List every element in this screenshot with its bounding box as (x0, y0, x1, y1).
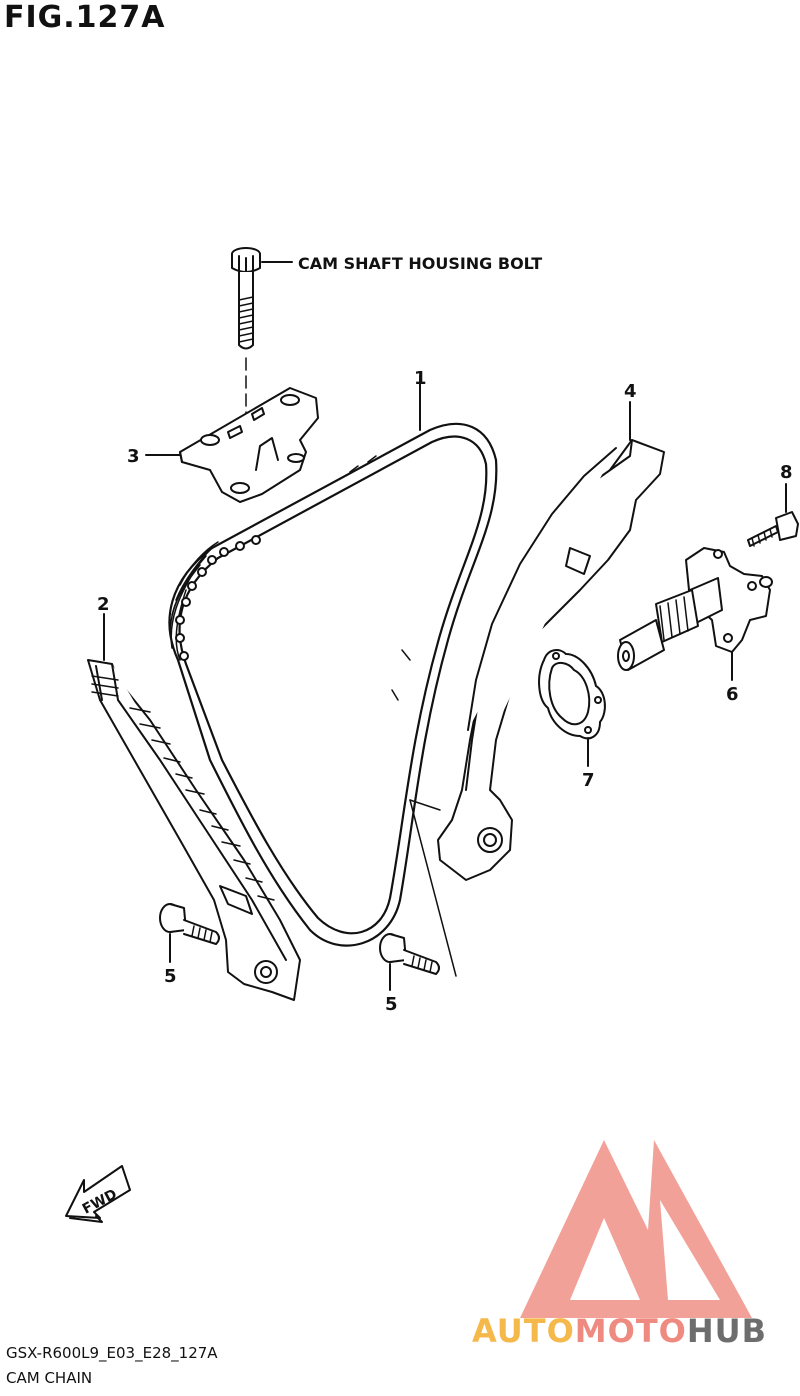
callout-part-1: 1 (414, 368, 427, 389)
callout-cam-shaft-housing-bolt: CAM SHAFT HOUSING BOLT (298, 254, 542, 273)
figure-caption: CAM CHAIN (6, 1369, 93, 1387)
part-1-cam-chain (168, 375, 498, 947)
part-5-bolt-left (159, 903, 220, 963)
figure-title: FIG.127A (4, 0, 166, 35)
part-7-gasket (538, 649, 606, 767)
model-code: GSX-R600L9_E03_E28_127A (6, 1344, 218, 1362)
fwd-arrow-icon (65, 1165, 131, 1223)
automotohub-logo (520, 1140, 752, 1318)
callout-part-5-left: 5 (164, 966, 177, 987)
part-4-tensioner-guide (437, 401, 665, 881)
callout-part-6: 6 (726, 684, 739, 705)
callout-part-4: 4 (624, 381, 637, 402)
watermark-text: AUTOMOTOHUB (472, 1312, 767, 1350)
callout-part-3: 3 (127, 446, 140, 467)
callout-part-7: 7 (582, 770, 595, 791)
part-2-chain-guide (87, 613, 301, 1001)
part-5-bolt-right (379, 799, 457, 991)
part-8-bolt (747, 483, 799, 547)
part-3-bracket (179, 387, 319, 503)
part-6-tensioner-assembly (617, 547, 773, 681)
callout-part-8: 8 (780, 462, 793, 483)
callout-part-5-right: 5 (385, 994, 398, 1015)
callout-part-2: 2 (97, 594, 110, 615)
